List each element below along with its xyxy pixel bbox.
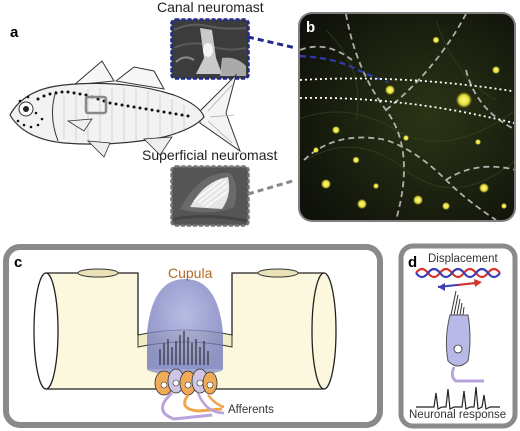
canal-neuromast-title: Canal neuromast xyxy=(157,0,264,15)
afferents-label: Afferents xyxy=(228,404,274,416)
hair-cell-schematic xyxy=(398,243,518,429)
fluorescence-micrograph xyxy=(298,12,516,222)
panel-a-label: a xyxy=(10,24,19,41)
canal-connector-line xyxy=(248,35,297,50)
superficial-neuromast-title: Superficial neuromast xyxy=(142,147,278,163)
canal-neuromast-image xyxy=(170,18,250,80)
neuronal-response-label: Neuronal response xyxy=(409,409,507,421)
panel-c-label: c xyxy=(14,254,23,271)
superficial-neuromast-image xyxy=(170,165,250,227)
panel-b-label: b xyxy=(306,19,316,36)
fish-illustration xyxy=(9,60,242,158)
panel-d-label: d xyxy=(408,254,418,271)
superficial-connector-line xyxy=(248,178,297,196)
cupula-label: Cupula xyxy=(168,265,213,281)
canal-schematic xyxy=(3,244,383,428)
displacement-label: Displacement xyxy=(428,253,498,265)
